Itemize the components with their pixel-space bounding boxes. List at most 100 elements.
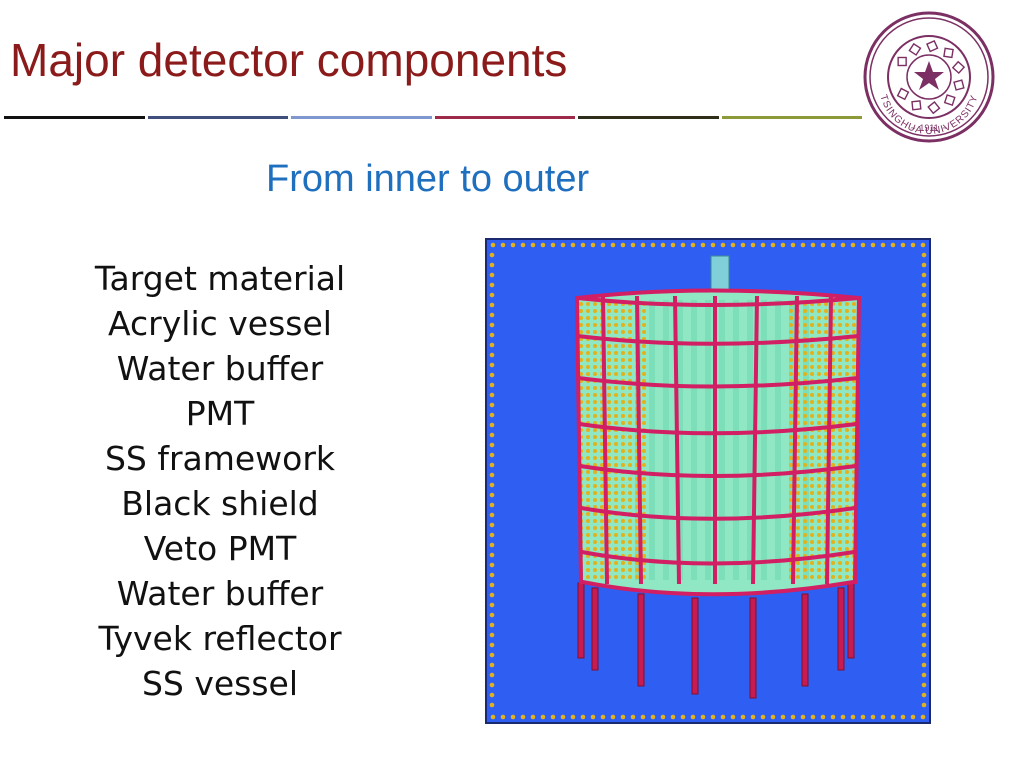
pmt-dot [845,393,849,397]
pmt-dot [817,323,821,327]
vessel-stripe [677,300,683,580]
pmt-dot [852,309,856,313]
pmt-dot [810,414,814,418]
pmt-dot [803,449,807,453]
pmt-dot [845,302,849,306]
border-pmt-dot [921,672,927,678]
border-pmt-dot [921,462,927,468]
pmt-dot [824,358,828,362]
pmt-dot [614,344,618,348]
pmt-dot [831,449,835,453]
border-pmt-dot [921,342,927,348]
pmt-dot [817,561,821,565]
border-pmt-dot [740,714,746,720]
border-pmt-dot [489,392,495,398]
pmt-dot [628,442,632,446]
pmt-dot [593,316,597,320]
frame-ring [582,580,854,597]
pmt-dot [845,491,849,495]
border-pmt-dot [921,352,927,358]
pmt-dot [579,309,583,313]
border-pmt-dot [489,282,495,288]
pmt-dot [628,498,632,502]
pmt-dot [789,330,793,334]
pmt-dot [838,414,842,418]
pmt-dot [852,302,856,306]
border-pmt-dot [810,242,816,248]
pmt-dot [593,372,597,376]
seal-glyph [897,56,907,67]
border-pmt-dot [770,714,776,720]
border-pmt-dot [620,714,626,720]
pmt-dot [789,400,793,404]
pmt-dot [831,498,835,502]
pmt-dot [810,309,814,313]
pmt-dot [621,519,625,523]
border-pmt-dot [921,542,927,548]
border-pmt-dot [921,412,927,418]
pmt-dot [614,414,618,418]
pmt-dot [789,505,793,509]
pmt-dot [621,323,625,327]
pmt-dot [803,526,807,530]
pmt-dot [803,351,807,355]
pmt-dot [593,519,597,523]
pmt-dot [621,414,625,418]
pmt-dot [810,372,814,376]
pmt-dot [586,316,590,320]
border-pmt-dot [690,714,696,720]
pmt-dot [586,435,590,439]
border-pmt-dot [921,592,927,598]
pmt-dot [593,456,597,460]
pmt-dot [852,435,856,439]
pmt-dot [838,316,842,320]
pmt-dot [579,302,583,306]
border-pmt-dot [489,562,495,568]
pmt-dot [621,484,625,488]
pmt-dot [600,442,604,446]
pmt-dot [852,386,856,390]
pmt-dot [642,435,646,439]
pmt-dot [614,540,618,544]
pmt-dot [621,533,625,537]
pmt-dot [803,400,807,404]
pmt-dot [817,316,821,320]
pmt-dot [621,526,625,530]
pmt-dot [845,400,849,404]
border-pmt-dot [921,642,927,648]
pmt-dot [642,491,646,495]
pmt-dot [593,568,597,572]
pmt-dot [810,519,814,523]
pmt-dot [607,414,611,418]
tsinghua-seal-icon: TSINGHUA UNIVERSITY 1911 ~ ~ [863,11,995,143]
border-pmt-dot [820,242,826,248]
title-divider [4,116,862,119]
border-pmt-dot [560,242,566,248]
frame-column [791,295,799,585]
pmt-dot [621,309,625,313]
pmt-dot [642,568,646,572]
pmt-dot [628,491,632,495]
border-pmt-dot [680,714,686,720]
pmt-dot [803,484,807,488]
pmt-dot [838,547,842,551]
pmt-dot [796,456,800,460]
pmt-dot [607,505,611,509]
border-pmt-dot [489,472,495,478]
pmt-dot [621,449,625,453]
pmt-dot [642,386,646,390]
border-pmt-dot [489,452,495,458]
border-pmt-dot [921,472,927,478]
pmt-dot [852,407,856,411]
border-pmt-dot [489,362,495,368]
pmt-dot [810,344,814,348]
pmt-dot [586,309,590,313]
pmt-dot [845,449,849,453]
pmt-dot [614,393,618,397]
pmt-dot [621,365,625,369]
vessel-stripe [705,300,711,580]
seal-glyph [951,60,966,75]
pmt-dot [845,498,849,502]
pmt-dot [586,344,590,348]
component-item: Veto PMT [143,529,297,568]
